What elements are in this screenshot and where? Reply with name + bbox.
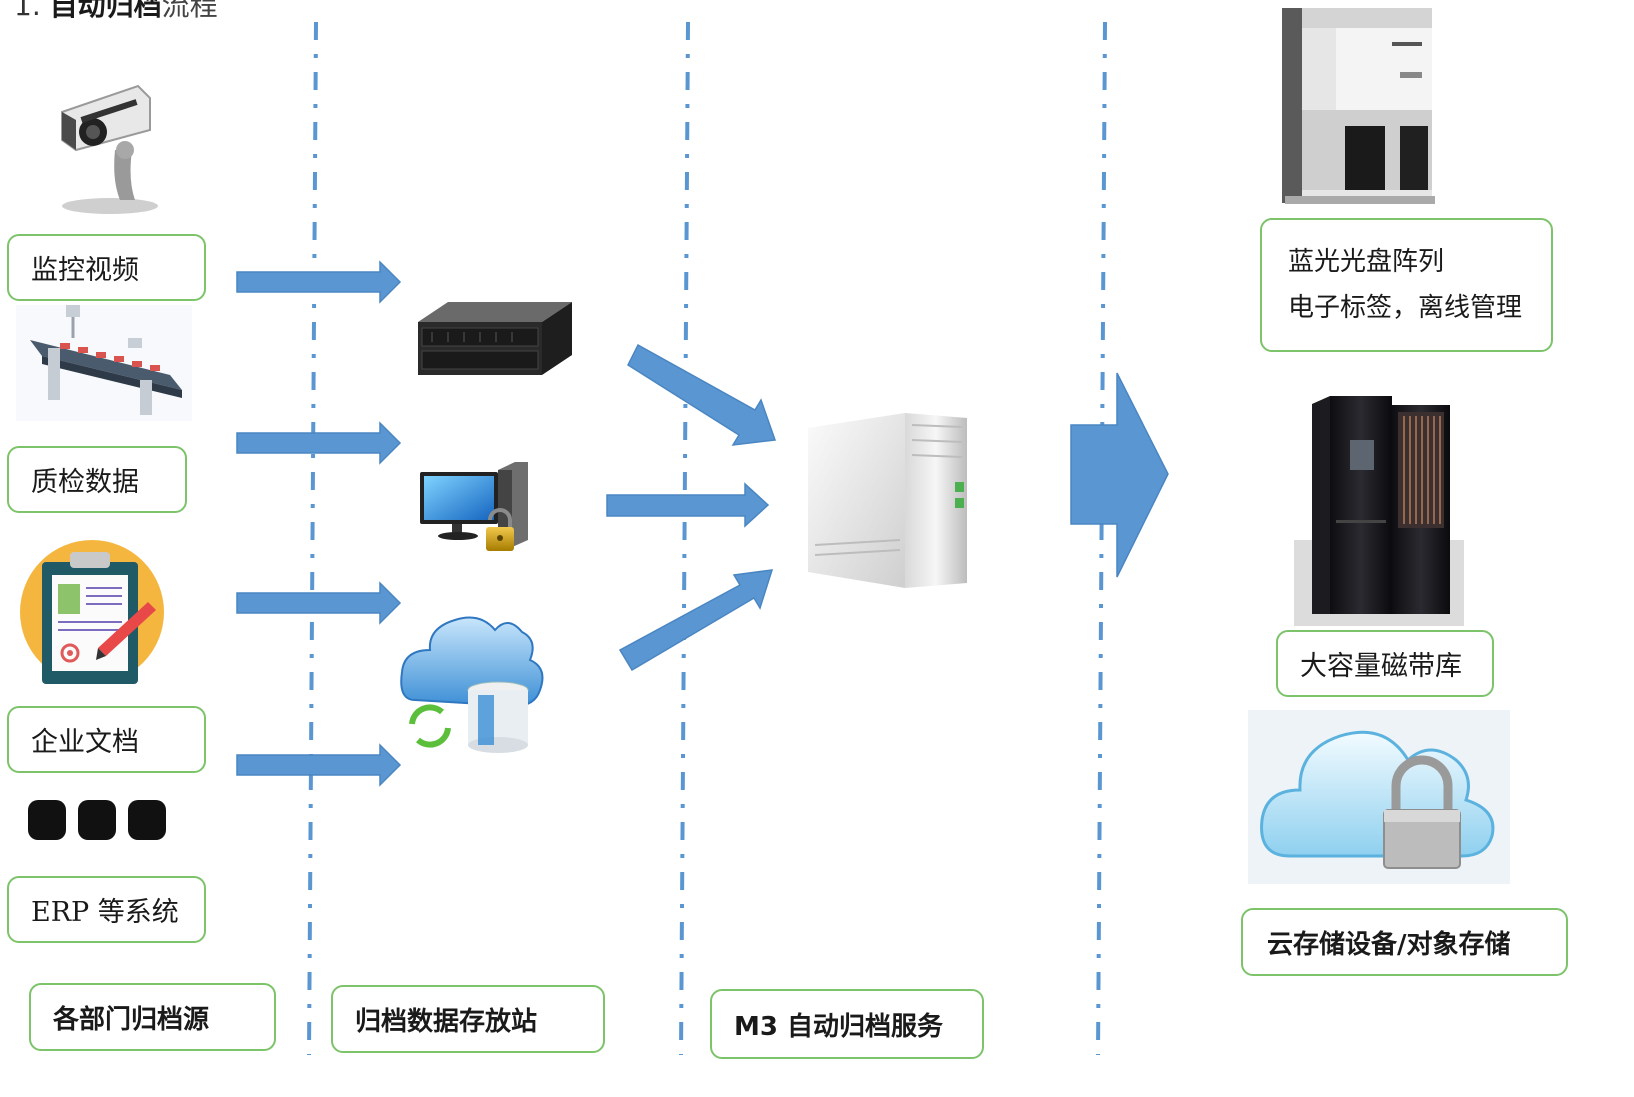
arrow-source-1 [236,260,402,304]
column-label-sources: 各部门归档源 [29,983,276,1051]
target-box-bluray: 蓝光光盘阵列 电子标签，离线管理 [1260,218,1553,352]
arrow-staging-2 [606,482,770,528]
target-box-cloud: 云存储设备/对象存储 [1241,908,1568,976]
surveillance-camera-icon [61,84,158,214]
source-box-quality: 质检数据 [7,446,187,513]
cloud-lock-icon [1248,710,1510,884]
source-label-documents: 企业文档 [31,727,139,758]
dot-3 [128,800,166,840]
column-label-staging-text: 归档数据存放站 [355,1006,538,1037]
title-rest: 流程 [161,0,218,22]
rack-server-icon [418,302,572,375]
target-bluray-line-2: 电子标签，离线管理 [1288,293,1523,323]
target-box-tape: 大容量磁带库 [1276,630,1494,697]
divider-3 [1096,21,1107,1056]
divider-2 [679,21,690,1056]
source-box-surveillance: 监控视频 [7,234,206,301]
column-dividers [307,21,1107,1056]
divider-1 [307,21,318,1056]
secure-workstation-icon [420,462,528,551]
arrow-staging-3 [618,569,774,672]
column-label-sources-text: 各部门归档源 [53,1004,210,1035]
arrow-source-4 [236,743,402,787]
arrow-to-targets [1070,372,1169,578]
conveyor-belt-icon [16,305,192,421]
dot-2 [78,800,116,840]
source-box-documents: 企业文档 [7,706,206,773]
column-label-service-text: M3 自动归档服务 [734,1011,944,1042]
target-label-tape: 大容量磁带库 [1300,651,1462,682]
column-label-service: M3 自动归档服务 [710,989,984,1059]
dot-1 [28,800,66,840]
source-label-erp: ERP 等系统 [31,897,179,928]
source-label-quality: 质检数据 [31,467,139,498]
clipboard-document-icon [20,540,164,684]
arrow-staging-1 [627,343,777,446]
column-label-staging: 归档数据存放站 [331,985,605,1053]
page-title: 1. 自动归档流程 [14,0,218,24]
target-label-cloud: 云存储设备/对象存储 [1267,929,1511,960]
optical-disc-library-icon [1282,8,1435,204]
source-box-erp: ERP 等系统 [7,876,206,943]
source-label-surveillance: 监控视频 [31,255,139,286]
target-bluray-line-1: 蓝光光盘阵列 [1288,247,1445,277]
title-number: 1. [14,0,41,22]
cloud-database-icon [400,616,544,753]
tower-server-icon [808,413,967,588]
title-bold: 自动归档 [49,0,162,22]
flow-arrows [236,260,1169,787]
tape-library-icon [1294,396,1464,626]
arrow-source-2 [236,421,402,465]
arrow-source-3 [236,581,402,625]
